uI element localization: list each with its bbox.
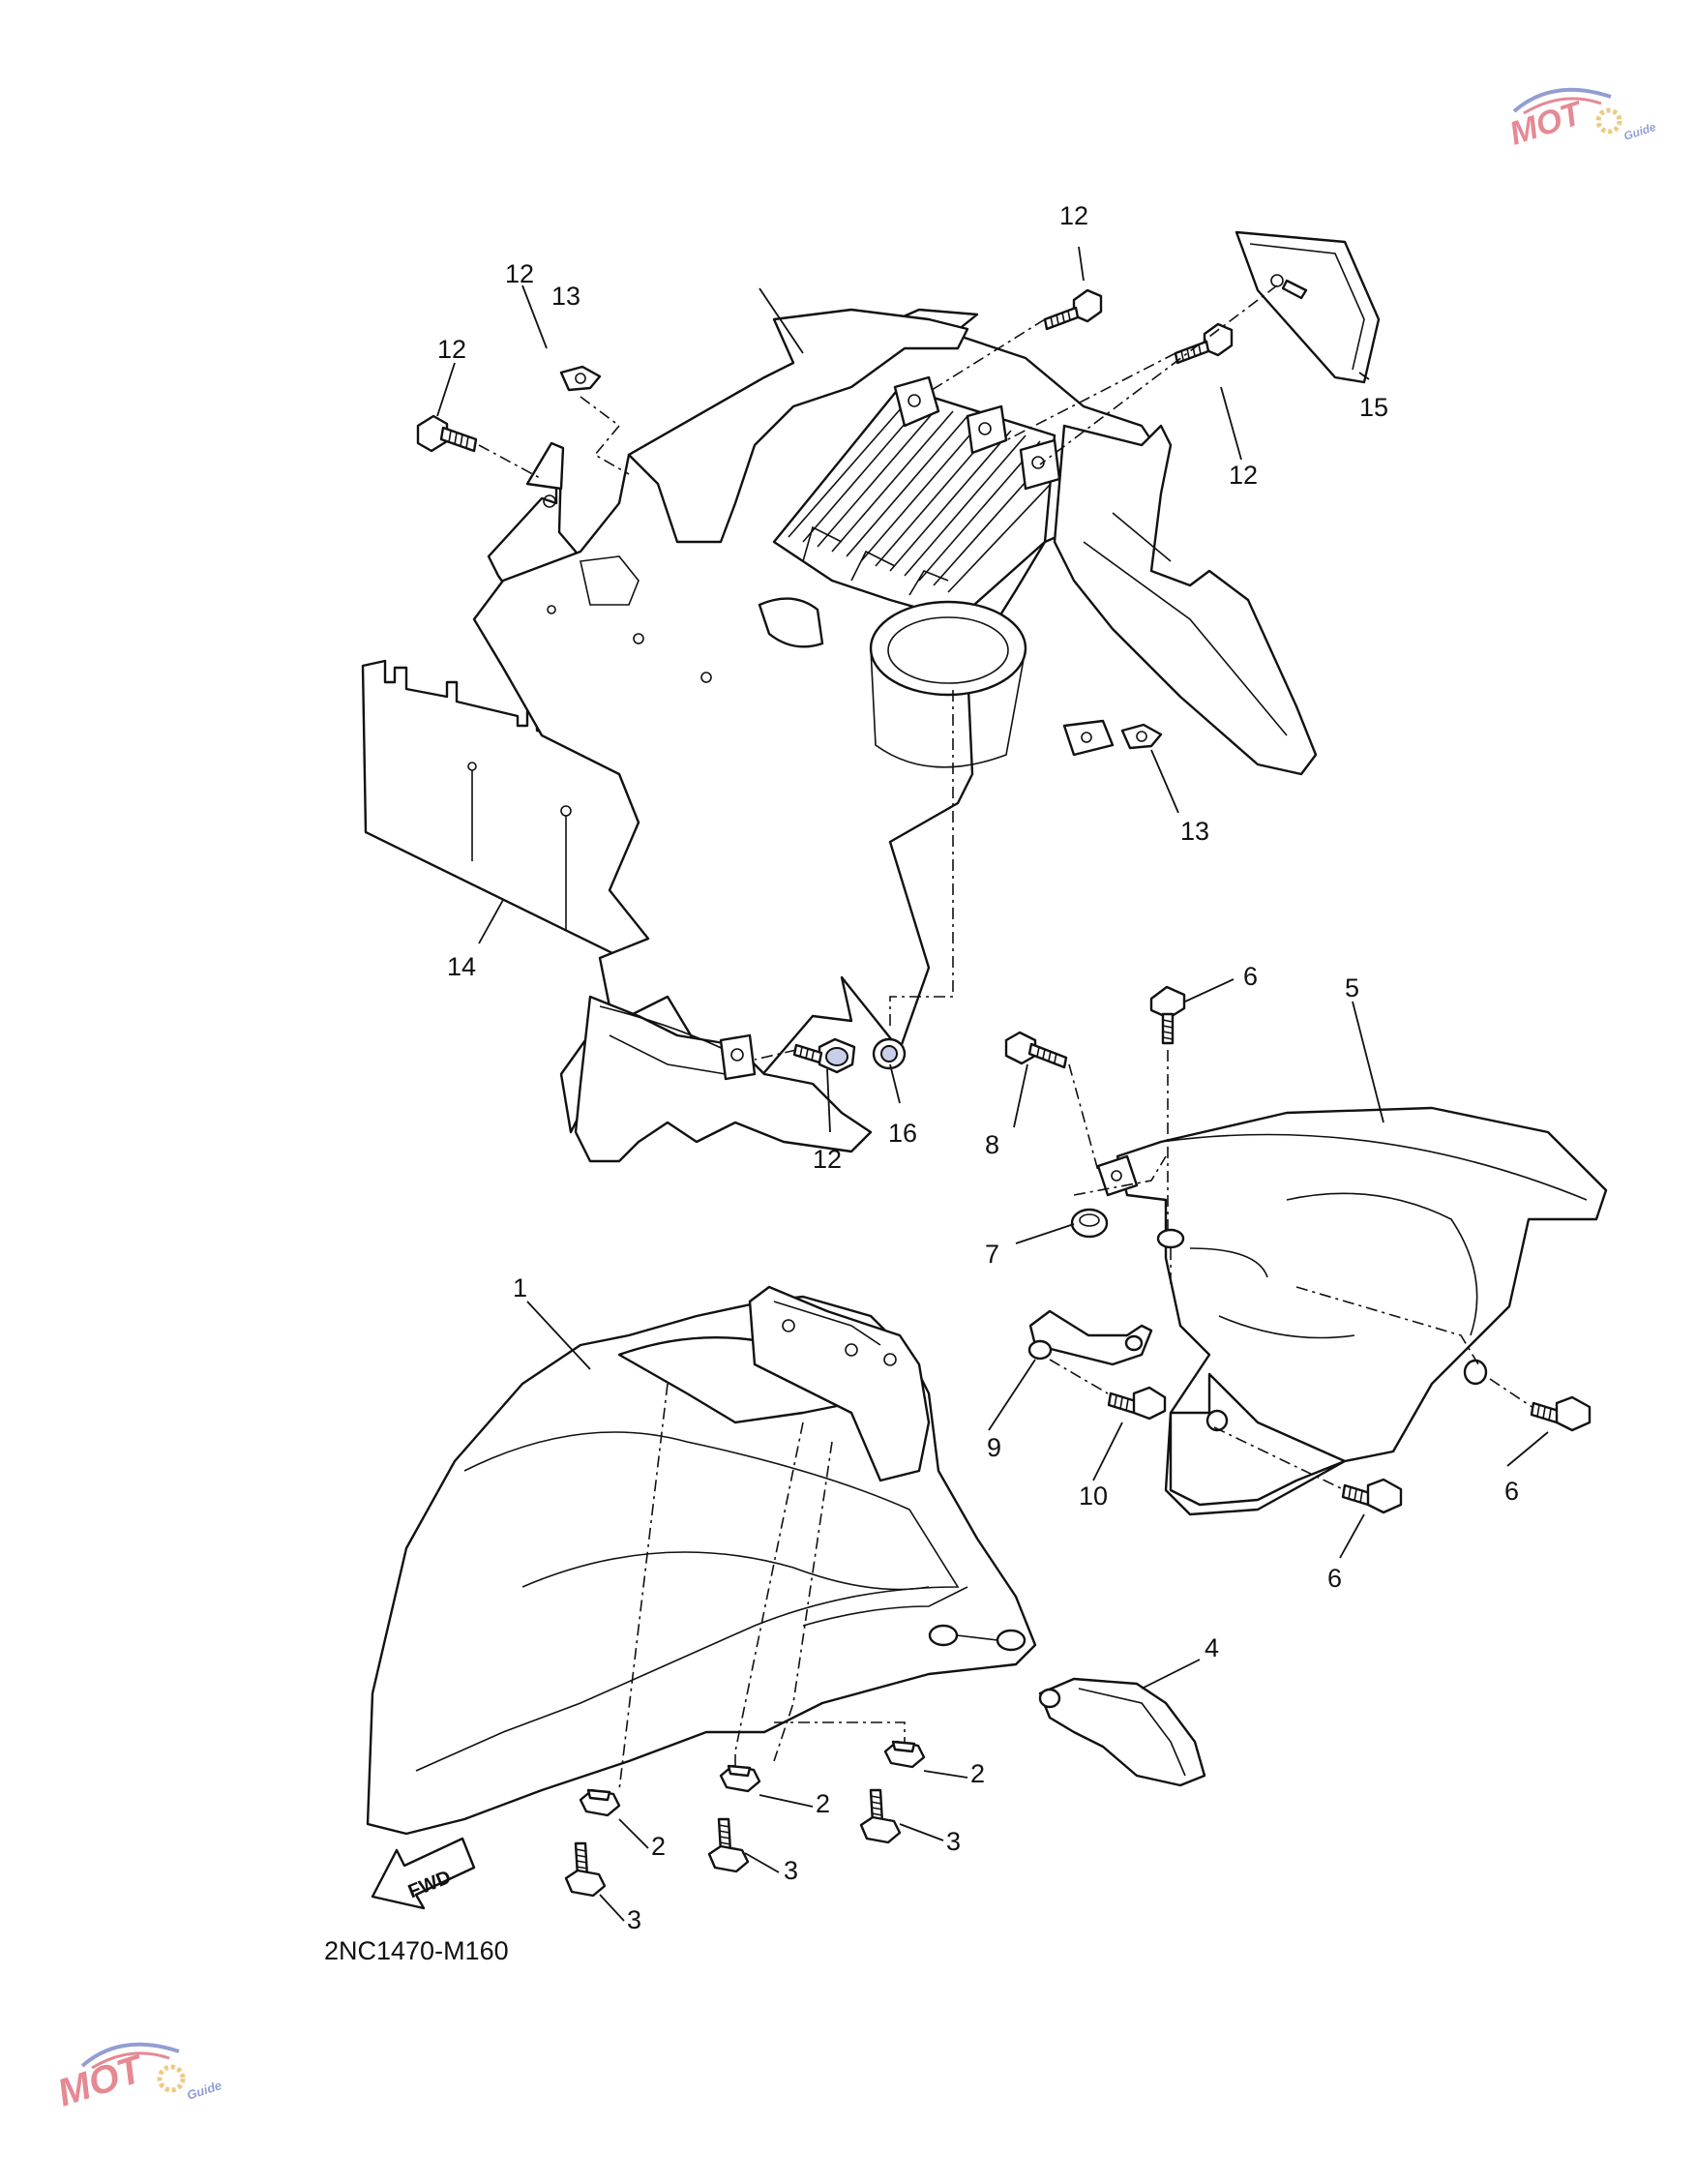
callout-8: 8 xyxy=(985,1130,999,1159)
part-4-cable-guide xyxy=(1038,1677,1206,1787)
svg-text:Guide: Guide xyxy=(1622,120,1658,143)
part-11-rear-fender xyxy=(472,308,1318,1163)
callout-3-right: 3 xyxy=(946,1827,961,1856)
callout-16: 16 xyxy=(888,1119,917,1148)
callout-12-right: 12 xyxy=(1229,461,1258,490)
callout-4: 4 xyxy=(1205,1633,1219,1662)
callout-3-left: 3 xyxy=(627,1905,641,1934)
part-15-reflector xyxy=(1235,230,1381,384)
callout-12-topleft: 12 xyxy=(437,335,466,364)
part-9-bracket xyxy=(1027,1309,1153,1394)
watermark-logo-bottom: MOT Guide xyxy=(52,2042,223,2115)
svg-text:MOT: MOT xyxy=(52,2047,151,2114)
svg-text:Guide: Guide xyxy=(185,2078,223,2103)
callout-11: 12 xyxy=(505,259,534,288)
fwd-arrow: FWD xyxy=(371,1837,476,1910)
callout-14: 14 xyxy=(447,952,476,981)
callout-6-top: 6 xyxy=(1243,962,1258,991)
callout-9: 9 xyxy=(987,1433,1001,1462)
callout-3-mid: 3 xyxy=(784,1856,798,1885)
diagram-code: 2NC1470-M160 xyxy=(324,1936,509,1965)
callout-12-bottom: 12 xyxy=(813,1145,842,1174)
callout-12-top: 12 xyxy=(1059,201,1088,230)
callout-15: 15 xyxy=(1359,393,1388,422)
watermark-logo-top: MOT Guide xyxy=(1505,87,1658,153)
callout-1: 1 xyxy=(513,1273,527,1302)
callout-5: 5 xyxy=(1345,973,1359,1002)
callout-10: 10 xyxy=(1079,1481,1108,1511)
callout-labels: 12 13 12 12 15 12 13 14 12 16 6 5 8 7 1 … xyxy=(437,201,1519,1934)
part-1-front-fender xyxy=(366,1285,1037,1836)
callout-13-top: 13 xyxy=(551,282,580,311)
fasteners xyxy=(416,284,1592,1898)
part-5-front-inner-fender xyxy=(1096,1106,1608,1516)
leader-lines xyxy=(436,246,1549,1922)
callout-13-right: 13 xyxy=(1180,817,1209,846)
callout-6-bottom: 6 xyxy=(1327,1564,1342,1593)
callout-2-right: 2 xyxy=(970,1759,985,1788)
callout-6-right: 6 xyxy=(1504,1477,1519,1506)
callout-2-mid: 2 xyxy=(816,1789,830,1818)
callout-7: 7 xyxy=(985,1240,999,1269)
callout-2-left: 2 xyxy=(651,1832,666,1861)
duct xyxy=(869,600,1027,768)
